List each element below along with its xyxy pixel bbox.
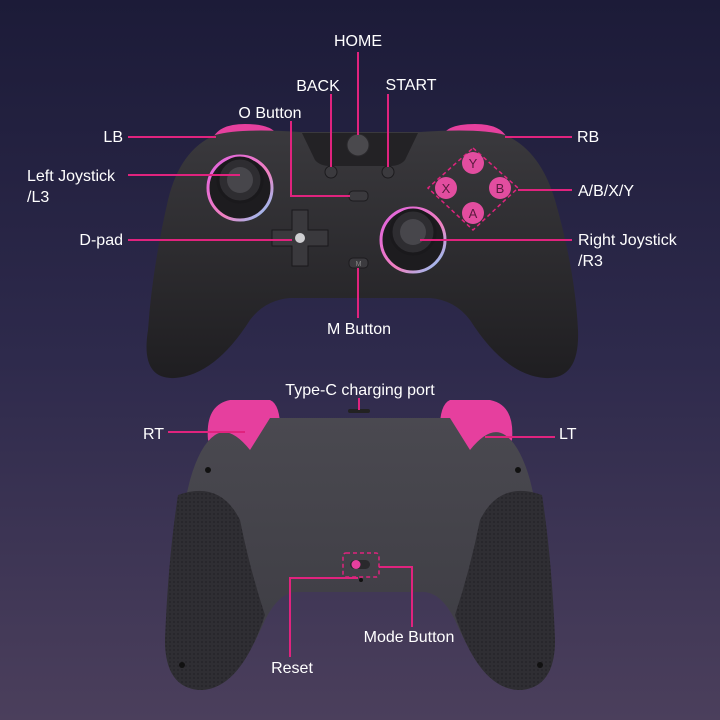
y-button[interactable]: Y [462, 152, 484, 174]
o-button[interactable] [348, 190, 369, 202]
label-rt: RT [143, 426, 164, 443]
start-button[interactable] [381, 165, 395, 179]
reset-hole[interactable] [359, 578, 363, 582]
a-button[interactable]: A [462, 202, 484, 224]
right-joystick[interactable] [379, 206, 447, 274]
type-c-port [348, 409, 370, 413]
label-o-button: O Button [238, 105, 301, 122]
label-right-joystick-r3: /R3 [578, 253, 603, 270]
label-lt: LT [559, 426, 577, 443]
labels: HOME BACK START O Button LB RB Left Joys… [27, 33, 678, 677]
left-joystick[interactable] [206, 154, 274, 222]
screw-hole [205, 467, 211, 473]
x-button[interactable]: X [435, 177, 457, 199]
y-button-label: Y [469, 156, 478, 171]
back-button[interactable] [324, 165, 338, 179]
b-button[interactable]: B [489, 177, 511, 199]
mode-switch-knob [351, 560, 361, 569]
label-right-joystick: Right Joystick [578, 232, 678, 249]
label-back: BACK [296, 78, 340, 95]
label-type-c: Type-C charging port [285, 382, 435, 399]
label-m-button: M Button [327, 321, 391, 338]
left-grip [165, 490, 265, 690]
label-mode-button: Mode Button [364, 629, 455, 646]
label-home: HOME [334, 33, 382, 50]
leader-lines [128, 52, 572, 657]
label-dpad: D-pad [79, 232, 123, 249]
label-left-joystick: Left Joystick [27, 168, 116, 185]
back-controller [165, 400, 555, 690]
mode-highlight [342, 552, 380, 578]
home-button[interactable] [346, 133, 370, 157]
right-grip [455, 490, 555, 690]
label-lb: LB [103, 129, 123, 146]
label-rb: RB [577, 129, 599, 146]
m-button-glyph: M [356, 261, 362, 268]
abxy-highlight [426, 146, 520, 232]
label-left-joystick-l3: /L3 [27, 189, 49, 206]
label-start: START [386, 77, 437, 94]
screw-hole [515, 467, 521, 473]
d-pad-center [295, 233, 305, 243]
label-abxy: A/B/X/Y [578, 183, 634, 200]
a-button-label: A [469, 206, 478, 221]
screw-hole [537, 662, 543, 668]
label-reset: Reset [271, 660, 313, 677]
x-button-label: X [442, 181, 451, 196]
b-button-label: B [496, 181, 505, 196]
screw-hole [179, 662, 185, 668]
